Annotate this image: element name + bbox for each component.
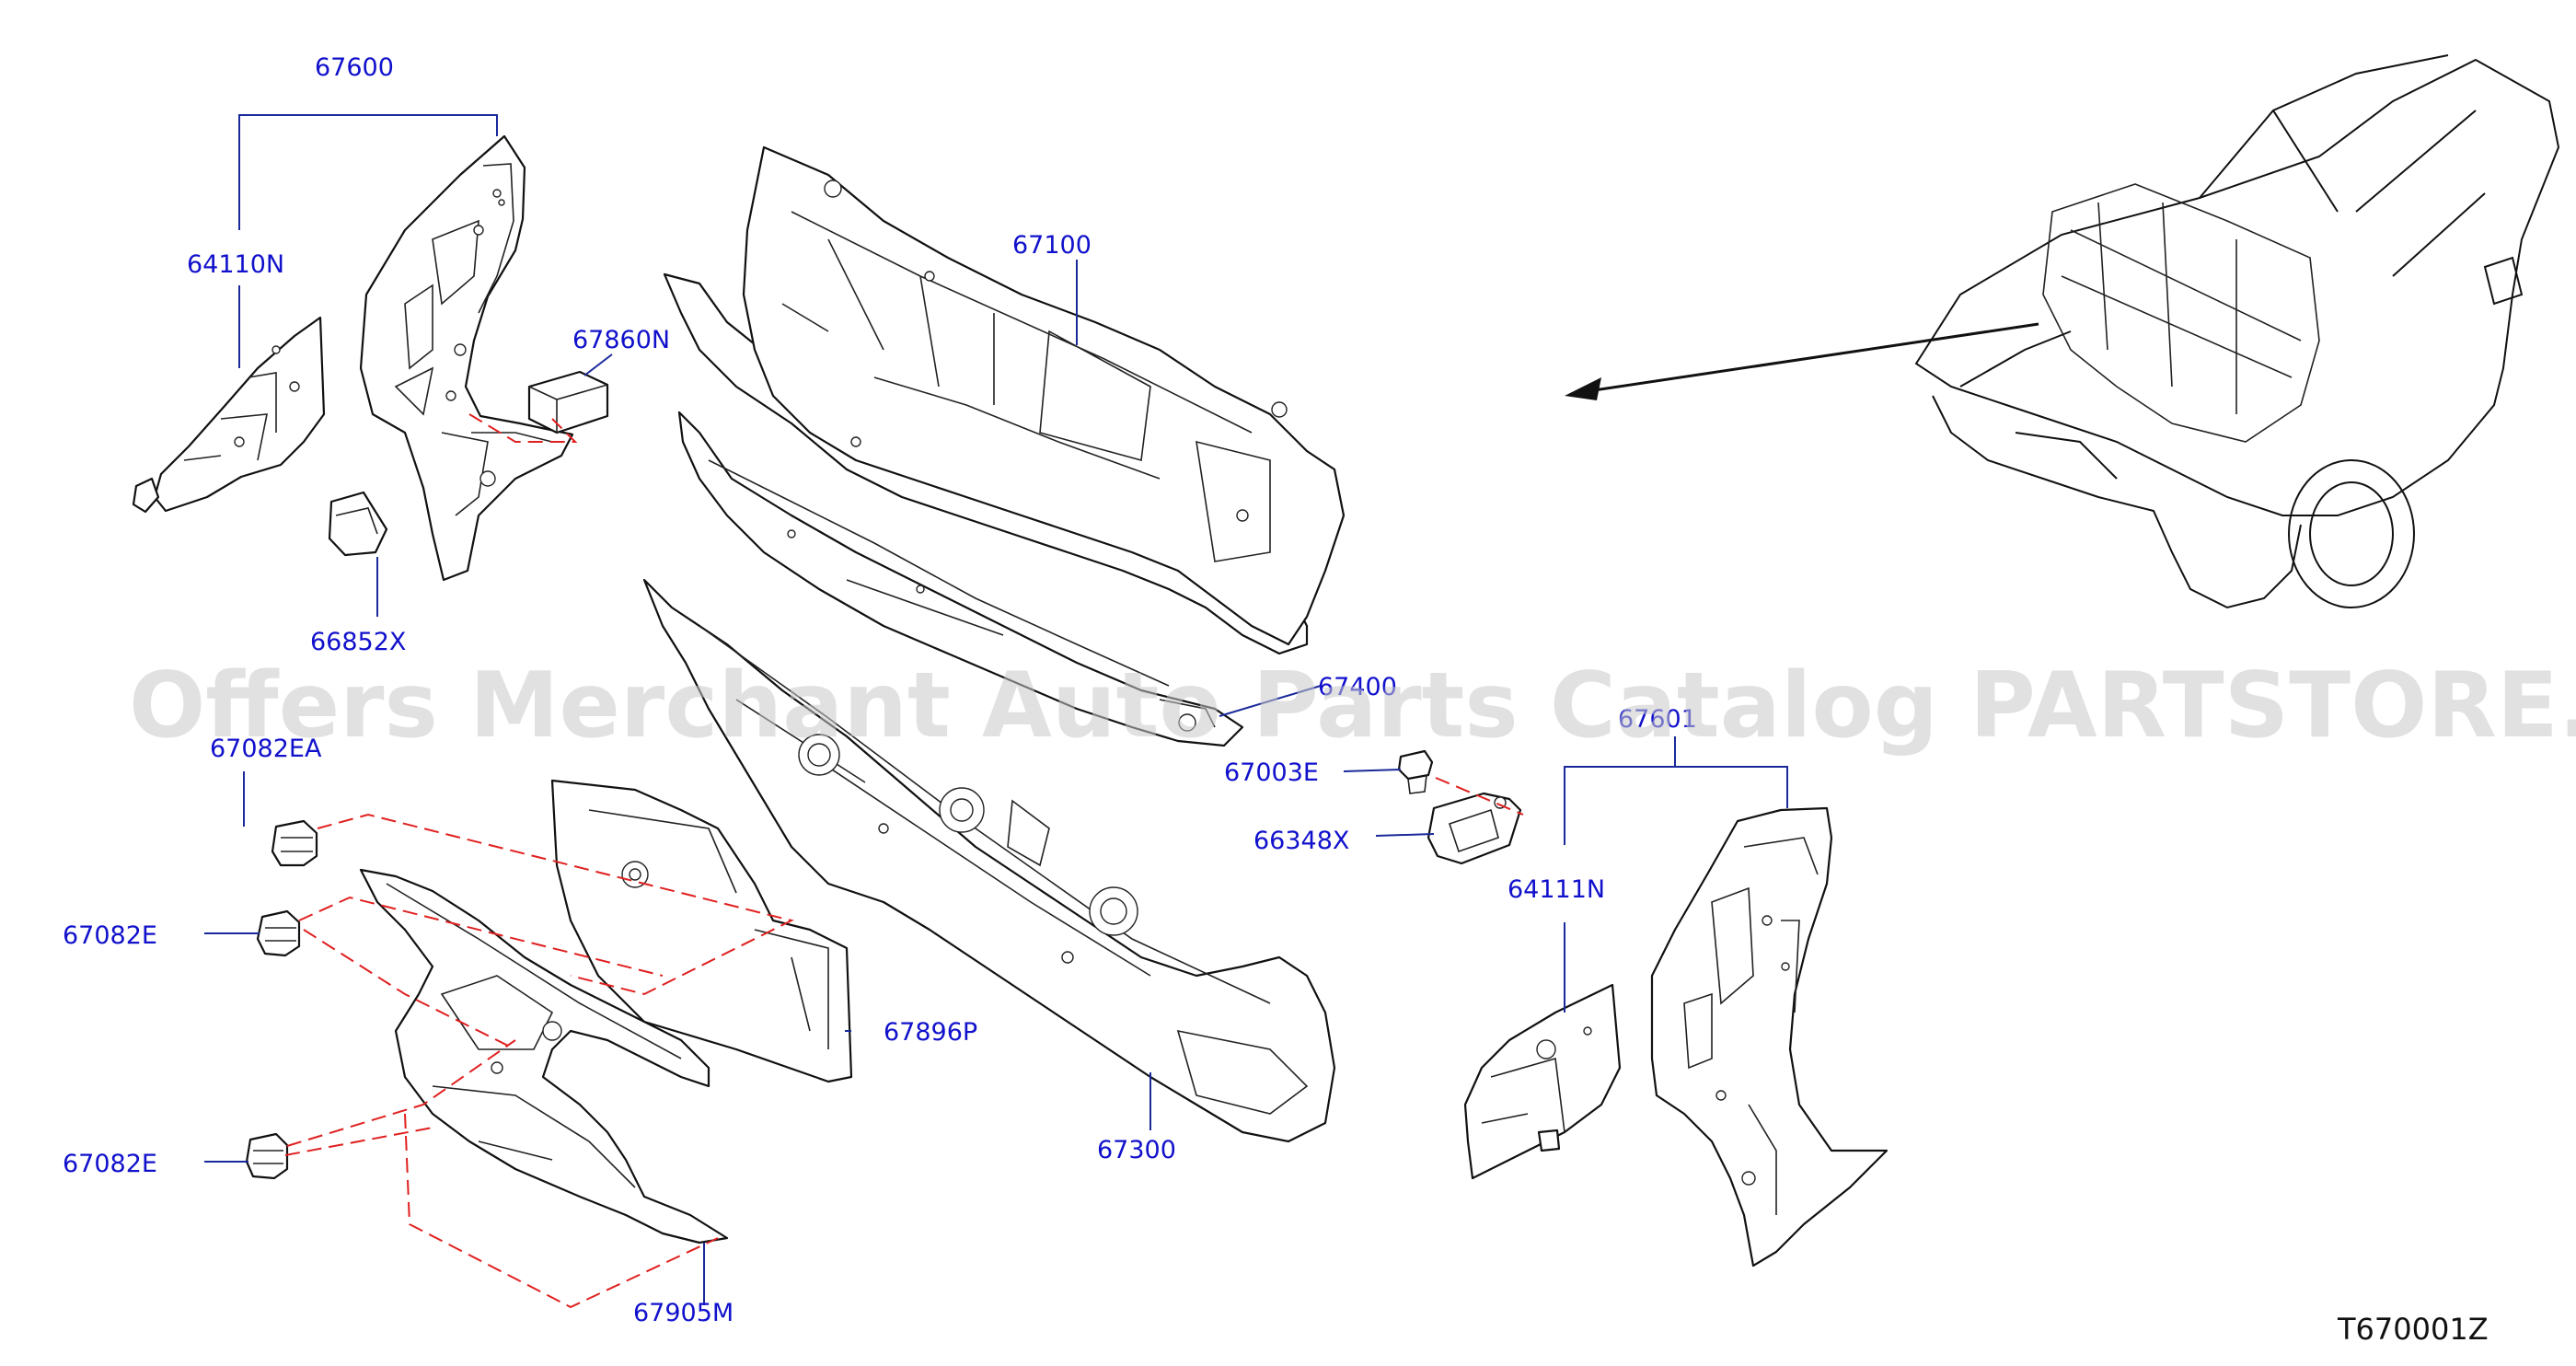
clip-67082ea[interactable] (271, 819, 318, 867)
dash-guides-insulator (284, 813, 794, 1309)
bracket-66348x[interactable] (1427, 792, 1522, 865)
gusset-panel-right[interactable] (1463, 983, 1622, 1180)
callout-67003e[interactable]: 67003E (1224, 758, 1319, 787)
callout-67601[interactable]: 67601 (1618, 705, 1697, 734)
insulator-panel-67905m[interactable] (359, 868, 729, 1244)
callout-67082e-top[interactable]: 67082E (63, 921, 157, 950)
callout-67082e-bottom[interactable]: 67082E (63, 1150, 157, 1178)
car-location-sketch (1914, 54, 2560, 609)
clip-67082e-bottom[interactable] (245, 1132, 289, 1180)
bracket-66852x[interactable] (328, 491, 388, 557)
location-arrow (1587, 322, 2039, 393)
callout-67400[interactable]: 67400 (1318, 673, 1397, 701)
location-arrow-head (1565, 377, 1601, 400)
watermark: Offers Merchant Auto Parts Catalog PARTS… (129, 654, 2576, 758)
callout-64110n[interactable]: 64110N (187, 250, 284, 279)
dash-guide-67003e (1435, 777, 1524, 816)
callout-66852x[interactable]: 66852X (310, 628, 406, 656)
pillar-panel-right[interactable] (1650, 806, 1889, 1268)
callout-66348x[interactable]: 66348X (1253, 827, 1349, 855)
diagram-code: T670001Z (2337, 1312, 2489, 1347)
callout-67905m[interactable]: 67905M (633, 1299, 734, 1327)
callout-64111n[interactable]: 64111N (1507, 875, 1605, 904)
callout-67300[interactable]: 67300 (1097, 1136, 1176, 1164)
cowl-top-panel-67100[interactable] (663, 145, 1346, 655)
callout-67860n[interactable]: 67860N (572, 326, 670, 354)
dash-guide-67860n (468, 413, 578, 443)
callout-67100[interactable]: 67100 (1012, 231, 1092, 260)
callout-67600[interactable]: 67600 (315, 53, 394, 82)
gusset-panel-left[interactable] (132, 316, 326, 514)
callout-67082ea[interactable]: 67082EA (210, 735, 322, 763)
callout-67896p[interactable]: 67896P (884, 1018, 977, 1047)
insulator-block-67860n[interactable] (527, 370, 609, 434)
dash-lower-panel-67300[interactable] (642, 578, 1336, 1143)
pillar-panel-left[interactable] (359, 134, 574, 582)
leader-lines (204, 114, 1788, 1305)
dash-upper-67400[interactable] (677, 411, 1244, 747)
clip-67082e-top[interactable] (256, 909, 301, 957)
insulator-panel-67896p[interactable] (550, 779, 853, 1083)
